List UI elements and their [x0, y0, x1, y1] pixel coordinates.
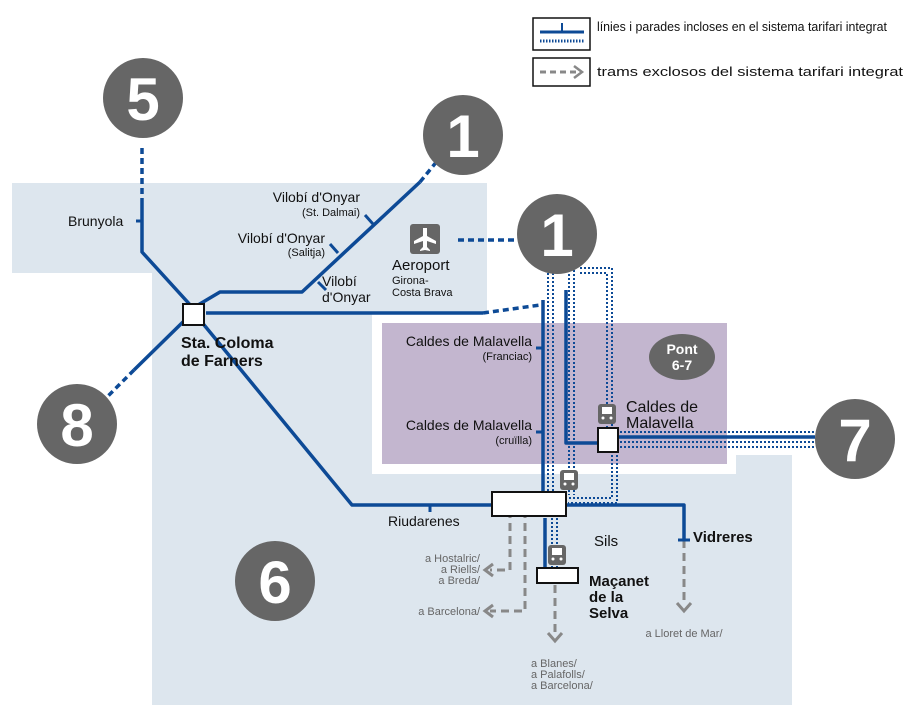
- label-vilobi-dalmai-sub: (St. Dalmai): [302, 207, 360, 219]
- svg-text:1: 1: [540, 202, 573, 269]
- svg-text:6: 6: [258, 549, 291, 616]
- zone-5-marker: 5: [103, 58, 183, 138]
- dest-barcelona: a Barcelona/: [418, 606, 481, 618]
- label-vilobi-onyar-2: d'Onyar: [322, 289, 371, 305]
- legend-integrated-swatch: [532, 17, 591, 51]
- sta-coloma-station[interactable]: [182, 303, 205, 326]
- train-icon: [598, 404, 616, 424]
- line-8: [132, 318, 187, 372]
- dest-blanes-2: a Palafolls/: [531, 669, 586, 681]
- label-sils: Sils: [594, 533, 618, 550]
- pont-6-7-badge: Pont 6-7: [649, 334, 715, 380]
- train-icon: [548, 545, 566, 565]
- label-caldes-cruilla: Caldes de Malavella: [406, 417, 532, 433]
- caldes-station[interactable]: [597, 427, 619, 453]
- svg-text:7: 7: [838, 407, 871, 474]
- label-caldes-1: Caldes de: [626, 399, 698, 416]
- line-5: [140, 200, 195, 310]
- airplane-icon: [410, 224, 440, 254]
- excluded-lines: [490, 510, 686, 635]
- dest-blanes-3: a Barcelona/: [531, 680, 594, 692]
- label-aeroport: Aeroport: [392, 257, 450, 274]
- svg-text:5: 5: [126, 66, 159, 133]
- label-aeroport-sub-1: Girona-: [392, 275, 429, 287]
- train-icon: [560, 470, 578, 490]
- svg-text:1: 1: [446, 103, 479, 170]
- excluded-line-barcelona: [490, 510, 527, 613]
- label-sta-coloma-2: de Farners: [181, 353, 263, 370]
- macanet-station[interactable]: [536, 567, 579, 584]
- sils-interchange-station[interactable]: [491, 491, 567, 517]
- line-caldes-connector: [564, 290, 598, 445]
- zone-1-top-marker: 1: [423, 95, 503, 175]
- zone-6-marker: 6: [235, 541, 315, 621]
- line-1-north: [192, 180, 422, 310]
- label-macanet-3: Selva: [589, 605, 629, 622]
- line-riudarenes: [198, 318, 492, 507]
- dest-blanes-1: a Blanes/: [531, 658, 578, 670]
- label-caldes-franciac: Caldes de Malavella: [406, 333, 532, 349]
- dest-hostalric-2: a Riells/: [441, 564, 481, 576]
- svg-text:6-7: 6-7: [672, 357, 692, 373]
- svg-text:8: 8: [60, 392, 93, 459]
- label-macanet-1: Maçanet: [589, 573, 649, 590]
- legend-integrated-label: línies i parades incloses en el sistema …: [597, 19, 887, 34]
- zone-7-marker: 7: [815, 399, 895, 479]
- label-riudarenes: Riudarenes: [388, 513, 460, 529]
- label-macanet-2: de la: [589, 589, 624, 606]
- zone-1-mid-marker: 1: [517, 194, 597, 274]
- integrated-dashed-lines: [106, 148, 541, 398]
- excluded-arrowheads: [482, 562, 693, 644]
- excluded-line-hostalric: [490, 510, 512, 572]
- label-aeroport-sub-2: Costa Brava: [392, 287, 453, 299]
- label-vilobi-salitja-sub: (Salitja): [288, 247, 325, 259]
- station-ticks: [136, 214, 690, 542]
- integrated-dotted-lines: [547, 265, 820, 568]
- label-vilobi-salitja: Vilobí d'Onyar: [238, 230, 326, 246]
- label-vilobi-onyar-1: Vilobí: [322, 273, 357, 289]
- label-vilobi-dalmai: Vilobí d'Onyar: [273, 189, 361, 205]
- label-caldes-2: Malavella: [626, 415, 694, 432]
- dest-hostalric-3: a Breda/: [438, 575, 481, 587]
- legend: línies i parades incloses en el sistema …: [532, 17, 903, 87]
- label-vidreres: Vidreres: [693, 529, 753, 546]
- label-brunyola: Brunyola: [68, 213, 123, 229]
- label-caldes-cruilla-sub: (cruïlla): [495, 435, 532, 447]
- label-caldes-franciac-sub: (Franciac): [482, 351, 532, 363]
- legend-excluded-label: trams exclosos del sistema tarifari inte…: [597, 64, 903, 79]
- dest-lloret: a Lloret de Mar/: [645, 628, 723, 640]
- integrated-lines: [132, 180, 815, 568]
- label-sta-coloma-1: Sta. Coloma: [181, 335, 274, 352]
- zone-8-marker: 8: [37, 384, 117, 464]
- line-vidreres: [566, 503, 686, 540]
- svg-text:Pont: Pont: [666, 341, 697, 357]
- dest-hostalric-1: a Hostalric/: [425, 553, 481, 565]
